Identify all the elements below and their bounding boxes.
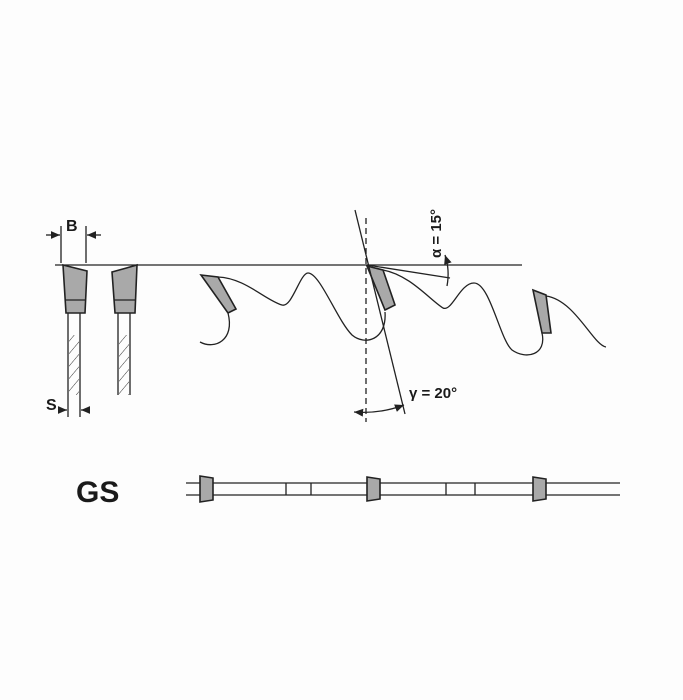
carbide-tip-3 [531,288,552,334]
tooth-type-label: GS [76,476,119,509]
clearance-angle-label: α = 15° [428,209,445,258]
dimension-s: S [46,395,91,417]
angle-construction [353,209,452,422]
dimension-b: B [46,218,101,263]
dimension-s-label: S [46,397,57,414]
tooth-side-view-left [62,263,88,395]
blade-profile [199,264,607,356]
rake-angle-label: γ = 20° [409,385,457,402]
carbide-tip-2 [365,264,396,312]
tooth-side-view-right [111,263,138,395]
dimension-b-label: B [66,218,78,235]
carbide-tip-1 [199,273,238,315]
tooth-arrangement-top-view [186,475,620,503]
